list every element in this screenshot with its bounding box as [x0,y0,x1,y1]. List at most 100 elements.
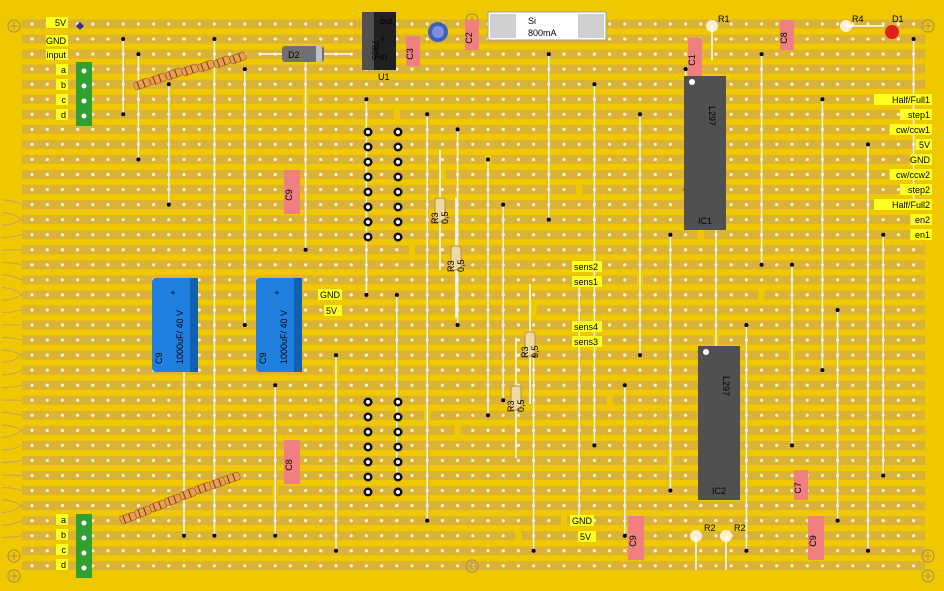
hole [775,443,779,447]
hole [152,157,156,162]
hole [775,519,779,523]
hole [334,338,338,342]
hole [76,413,80,417]
hole [486,564,490,568]
left-label-top-box [56,109,68,120]
wire-end [425,112,430,117]
hole [91,37,95,41]
wire-end [121,37,126,42]
mid-label-gnd-box [318,289,342,300]
hole [547,323,551,327]
hole [623,37,627,41]
hole [836,549,840,553]
hole [30,353,34,357]
hole [60,323,64,327]
hole [592,473,597,478]
hole [304,22,308,26]
hole [790,142,794,146]
hole [896,488,901,493]
hole [729,112,733,116]
socket-hole [396,205,400,209]
hole [562,187,566,192]
hole [836,263,840,267]
hole [197,398,201,402]
hole [197,519,201,523]
hole [167,443,171,447]
mounting-hole [7,19,21,33]
hole [775,263,779,267]
hole [258,443,262,447]
hole [258,37,262,41]
socket-hole [366,475,370,479]
hole [228,112,232,116]
hole [349,278,353,282]
hole [380,323,384,327]
edge-wire [1,309,23,313]
hole [380,112,384,116]
hole [440,112,444,116]
hole [106,398,110,402]
hole [228,534,232,538]
hole [152,142,156,146]
wire-end [835,307,840,312]
wire-end [546,217,551,222]
hole [562,368,566,372]
resistor [229,51,247,65]
hole [440,82,444,86]
hole [851,127,855,131]
hole [729,37,733,41]
hole [608,142,612,146]
hole [668,564,673,568]
hole [896,112,901,116]
hole [532,263,536,267]
hole [288,233,292,237]
hole [608,564,612,568]
hole [440,323,444,327]
hole [744,308,749,312]
hole [851,22,855,26]
hole [121,308,125,312]
left-label-top-box [46,35,68,46]
hole [273,263,277,267]
hole [425,549,429,553]
hole [836,293,840,297]
resistor [209,476,227,490]
hole [729,278,733,282]
hole [380,203,384,207]
hole [562,172,566,177]
hole [623,338,627,342]
hole [744,564,749,568]
hole [243,488,247,493]
hole [562,293,566,297]
hole [91,248,95,252]
hole [121,218,125,222]
hole [516,218,521,222]
socket-hole [396,445,400,449]
hole [334,564,338,568]
hole [410,22,414,26]
hole [516,549,521,553]
track-cut [697,228,704,241]
hole [243,504,247,508]
elcap-right-plus: + [274,288,279,298]
hole [440,278,444,282]
hole [456,67,460,71]
hole [106,82,110,86]
hole [501,413,505,417]
hole [76,338,80,342]
hole [532,278,536,282]
left-label-bottom: c [62,545,67,555]
hole [167,488,171,493]
hole [152,443,156,447]
hole [91,473,95,478]
hole [638,564,642,568]
hole [912,338,916,342]
hole [228,413,232,417]
hole [106,504,110,508]
ic1-part: L297 [707,106,717,126]
hole [304,534,308,538]
hole [410,383,414,387]
hole [775,413,779,417]
hole [364,368,368,372]
left-label-top: c [62,95,67,105]
